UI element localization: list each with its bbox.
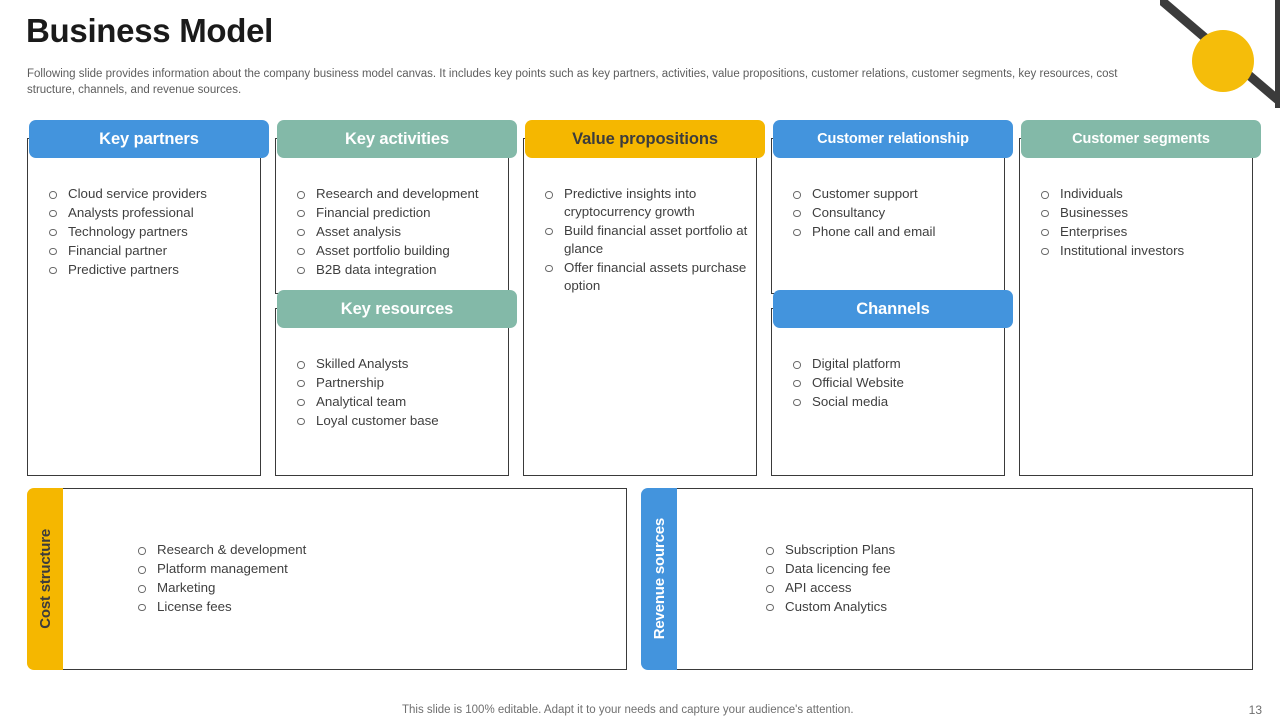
tab-label-revenue-sources: Revenue sources	[650, 518, 668, 640]
column-customer-segments: Customer segments Individuals Businesses…	[1019, 120, 1261, 476]
list-key-resources: Skilled Analysts Partnership Analytical …	[294, 355, 500, 430]
tab-label-cost-structure: Cost structure	[36, 529, 54, 629]
card-body-key-activities: Research and development Financial predi…	[276, 139, 508, 292]
list-customer-relationship: Customer support Consultancy Phone call …	[790, 185, 996, 241]
column-customer-relationship-channels: Customer relationship Customer support C…	[771, 120, 1013, 476]
column-key-partners: Key partners Cloud service providers Ana…	[27, 120, 269, 476]
list-item: Consultancy	[790, 204, 996, 222]
list-item: Offer financial assets purchase option	[542, 259, 748, 295]
list-item: Custom Analytics	[763, 598, 895, 616]
list-item: Institutional investors	[1038, 242, 1244, 260]
list-item: Predictive insights into cryptocurrency …	[542, 185, 748, 221]
card-body-key-resources: Skilled Analysts Partnership Analytical …	[276, 309, 508, 443]
list-item: Subscription Plans	[763, 541, 895, 559]
card-header-key-activities: Key activities	[277, 120, 517, 158]
footer-note: This slide is 100% editable. Adapt it to…	[402, 704, 854, 716]
list-item: Analysts professional	[46, 204, 252, 222]
list-revenue-sources: Subscription Plans Data licencing fee AP…	[763, 541, 895, 617]
list-item: Technology partners	[46, 223, 252, 241]
list-item: Loyal customer base	[294, 412, 500, 430]
list-item: Research and development	[294, 185, 500, 203]
list-item: Platform management	[135, 560, 306, 578]
list-item: License fees	[135, 598, 306, 616]
card-body-revenue-sources: Subscription Plans Data licencing fee AP…	[677, 488, 1253, 670]
card-value-propositions[interactable]: Value propositions Predictive insights i…	[523, 120, 765, 476]
list-item: Financial partner	[46, 242, 252, 260]
list-item: Digital platform	[790, 355, 996, 373]
card-body-key-partners: Cloud service providers Analysts profess…	[28, 139, 260, 292]
tab-revenue-sources: Revenue sources	[641, 488, 677, 670]
list-item: Skilled Analysts	[294, 355, 500, 373]
list-key-partners: Cloud service providers Analysts profess…	[46, 185, 252, 279]
canvas-top-row: Key partners Cloud service providers Ana…	[27, 120, 1261, 476]
list-item: Partnership	[294, 374, 500, 392]
list-item: Official Website	[790, 374, 996, 392]
list-item: Enterprises	[1038, 223, 1244, 241]
list-item: Predictive partners	[46, 261, 252, 279]
list-channels: Digital platform Official Website Social…	[790, 355, 996, 411]
card-body-cost-structure: Research & development Platform manageme…	[63, 488, 627, 670]
list-value-propositions: Predictive insights into cryptocurrency …	[542, 185, 748, 295]
card-body-channels: Digital platform Official Website Social…	[772, 309, 1004, 424]
card-cost-structure[interactable]: Cost structure Research & development Pl…	[27, 488, 627, 670]
card-customer-segments[interactable]: Customer segments Individuals Businesses…	[1019, 120, 1261, 476]
card-customer-relationship[interactable]: Customer relationship Customer support C…	[771, 120, 1013, 294]
tab-cost-structure: Cost structure	[27, 488, 63, 670]
list-item: Build financial asset portfolio at glanc…	[542, 222, 748, 258]
list-item: Financial prediction	[294, 204, 500, 222]
list-cost-structure: Research & development Platform manageme…	[135, 541, 306, 617]
canvas-bottom-row: Cost structure Research & development Pl…	[27, 488, 1253, 670]
card-body-customer-relationship: Customer support Consultancy Phone call …	[772, 139, 1004, 254]
card-body-value-propositions: Predictive insights into cryptocurrency …	[524, 139, 756, 308]
list-item: Asset analysis	[294, 223, 500, 241]
card-key-resources[interactable]: Key resources Skilled Analysts Partnersh…	[275, 290, 517, 476]
list-item: B2B data integration	[294, 261, 500, 279]
card-body-customer-segments: Individuals Businesses Enterprises Insti…	[1020, 139, 1252, 273]
card-header-key-partners: Key partners	[29, 120, 269, 158]
list-item: Research & development	[135, 541, 306, 559]
list-item: Cloud service providers	[46, 185, 252, 203]
list-item: Phone call and email	[790, 223, 996, 241]
page-number: 13	[1248, 703, 1262, 717]
card-header-key-resources: Key resources	[277, 290, 517, 328]
card-revenue-sources[interactable]: Revenue sources Subscription Plans Data …	[641, 488, 1253, 670]
card-channels[interactable]: Channels Digital platform Official Websi…	[771, 290, 1013, 476]
list-item: Marketing	[135, 579, 306, 597]
list-item: Individuals	[1038, 185, 1244, 203]
list-item: Analytical team	[294, 393, 500, 411]
list-item: Customer support	[790, 185, 996, 203]
card-header-customer-relationship: Customer relationship	[773, 120, 1013, 158]
list-customer-segments: Individuals Businesses Enterprises Insti…	[1038, 185, 1244, 260]
page-subtitle: Following slide provides information abo…	[27, 68, 1118, 97]
column-value-propositions: Value propositions Predictive insights i…	[523, 120, 765, 476]
card-key-activities[interactable]: Key activities Research and development …	[275, 120, 517, 294]
card-header-customer-segments: Customer segments	[1021, 120, 1261, 158]
card-header-value-propositions: Value propositions	[525, 120, 765, 158]
list-item: Businesses	[1038, 204, 1244, 222]
card-key-partners[interactable]: Key partners Cloud service providers Ana…	[27, 120, 269, 476]
column-key-activities-resources: Key activities Research and development …	[275, 120, 517, 476]
list-item: Social media	[790, 393, 996, 411]
list-key-activities: Research and development Financial predi…	[294, 185, 500, 279]
list-item: Asset portfolio building	[294, 242, 500, 260]
list-item: Data licencing fee	[763, 560, 895, 578]
corner-decoration	[1160, 0, 1280, 108]
card-header-channels: Channels	[773, 290, 1013, 328]
list-item: API access	[763, 579, 895, 597]
page-title: Business Model	[26, 12, 274, 49]
